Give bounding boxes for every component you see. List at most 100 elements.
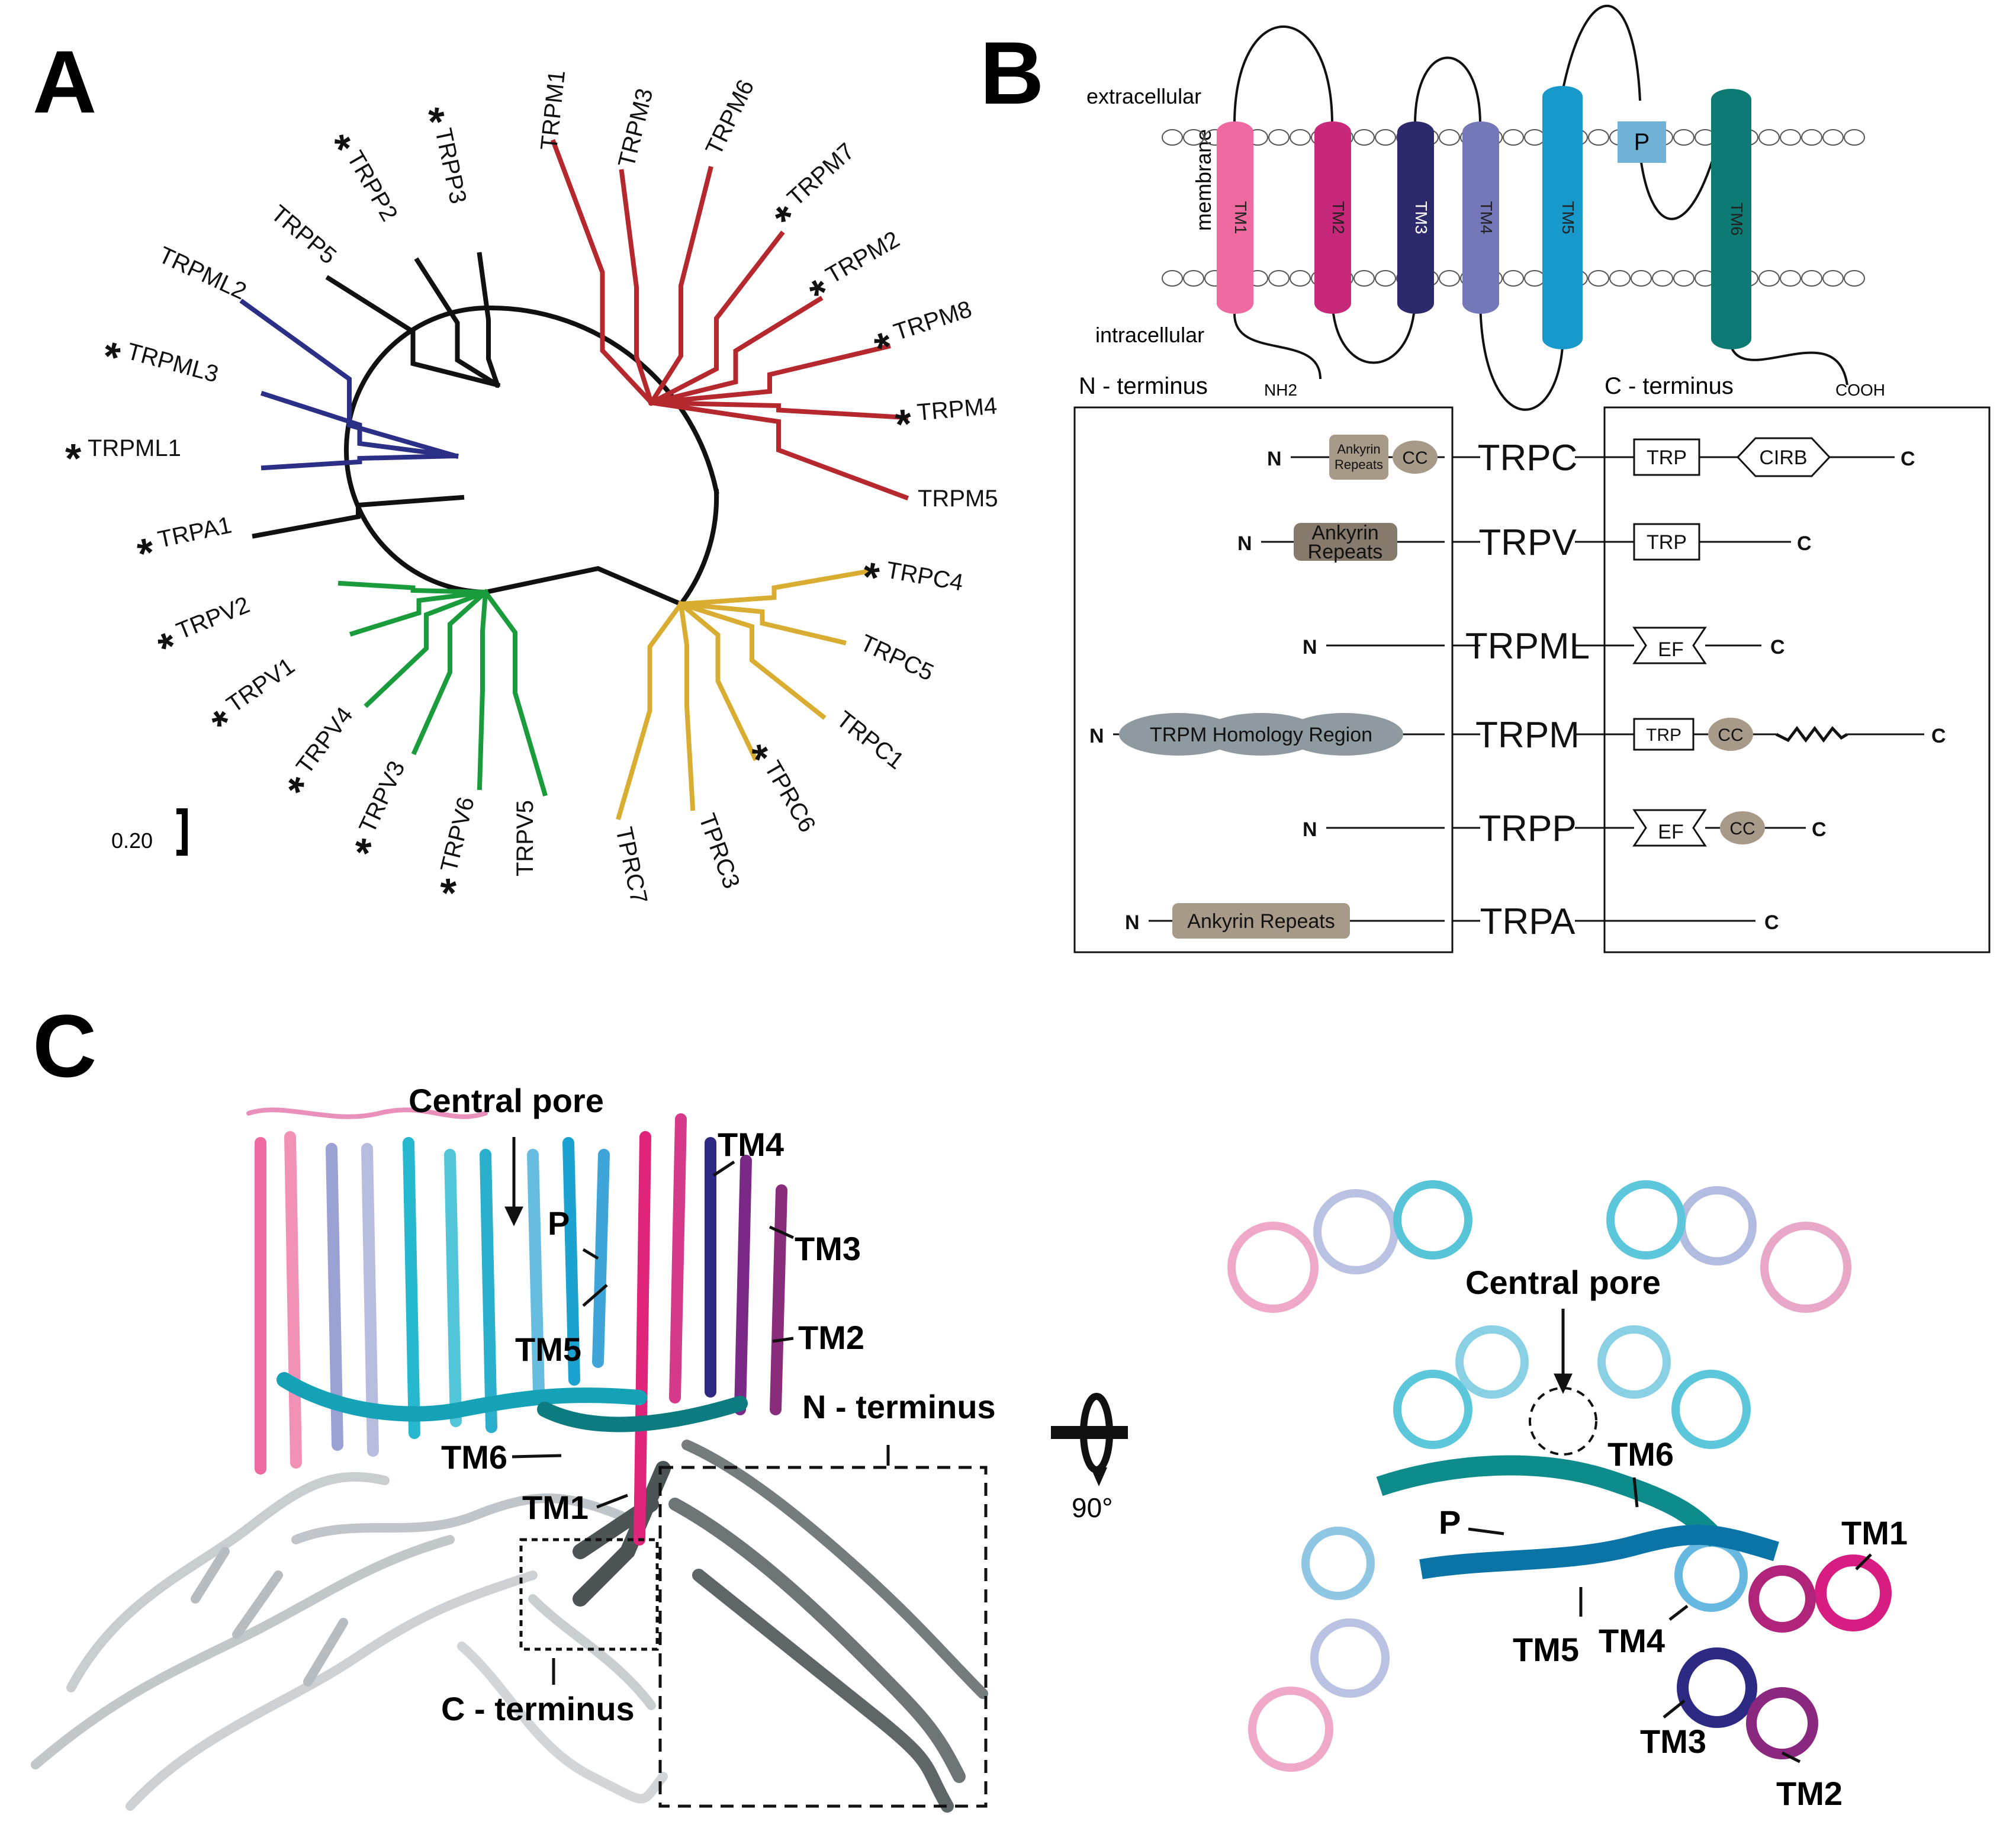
top-tm5-label: TM5 xyxy=(1513,1631,1579,1668)
domain-text: TRPC xyxy=(1478,438,1578,478)
tree-branch xyxy=(677,600,758,762)
domain-box xyxy=(1329,435,1388,480)
tree-branch xyxy=(261,453,459,471)
tree-branch xyxy=(678,601,696,811)
tm-helix: TM4 xyxy=(1462,121,1499,314)
domain-text: N xyxy=(1267,448,1282,470)
domain-text: Ankyrin xyxy=(1337,442,1380,457)
tree-leaf-label: TRPP3 xyxy=(430,126,471,206)
top-view-labels: Central pore TM6 TM1 P TM4 TM5 TM3 TM2 xyxy=(1439,1264,1908,1812)
top-p-arrow xyxy=(1468,1527,1504,1536)
tree-leaf-star: * xyxy=(859,553,883,602)
tree-branch xyxy=(550,139,655,406)
lipid-head xyxy=(1375,270,1396,287)
lipid-head xyxy=(1631,270,1652,287)
tree-leaf-star: * xyxy=(893,400,914,448)
domain-text: C xyxy=(1812,818,1827,841)
top-view-structure xyxy=(1227,1180,1892,1772)
lipid-head xyxy=(1758,270,1780,287)
tree-leaf-label: TRPM8 xyxy=(890,296,975,346)
coiled-segment xyxy=(1775,725,1848,743)
domain-text: TRPM xyxy=(1475,715,1580,756)
tree-leaf-label: TRPM6 xyxy=(701,76,760,159)
tree-branches xyxy=(239,139,909,820)
tree-leaf-label: TPRC6 xyxy=(759,757,821,837)
domain-text: N xyxy=(1237,532,1252,555)
lipid-head xyxy=(1353,270,1375,287)
lipid-head xyxy=(1353,129,1375,146)
lipid-head xyxy=(1780,270,1801,287)
top-tm3-label: TM3 xyxy=(1640,1723,1706,1760)
side-view-annotations xyxy=(504,1137,890,1685)
pore-loop-box xyxy=(1618,121,1666,163)
tree-branch xyxy=(678,568,870,607)
cooh-label: COOH xyxy=(1835,381,1885,399)
lipid-head xyxy=(1588,270,1609,287)
tm6-label: TM6 xyxy=(441,1438,507,1476)
coiled-coil-domain xyxy=(1720,811,1765,844)
cytoplasmic-domains xyxy=(31,1440,988,1813)
tree-branch xyxy=(648,343,891,406)
c-terminus-box xyxy=(1603,406,1991,953)
lipid-head xyxy=(1183,270,1204,287)
tree-branch xyxy=(648,230,785,406)
tree-leaf-label: TRPA1 xyxy=(156,512,234,553)
membrane-label: membrane xyxy=(1191,129,1216,231)
c-terminus-header: C - terminus xyxy=(1605,373,1734,399)
lipid-head xyxy=(1758,129,1780,146)
domain-text: CIRB xyxy=(1759,447,1807,469)
tm4-label: TM4 xyxy=(718,1126,784,1163)
domain-text: Ankyrin xyxy=(1311,522,1378,544)
tree-leaf-label: TRPV5 xyxy=(512,800,538,876)
lipid-head xyxy=(1673,129,1695,146)
domain-text: EF xyxy=(1658,821,1683,843)
extracellular-label: extracellular xyxy=(1086,84,1201,108)
rotation-arrowhead xyxy=(1091,1467,1107,1486)
tree-leaf-label: TRPV6 xyxy=(436,794,480,875)
tm2-arrow xyxy=(772,1337,794,1343)
tree-branch xyxy=(619,169,655,406)
top-tm1-arrow xyxy=(1855,1553,1872,1570)
lipid-head xyxy=(1290,129,1311,146)
domain-box xyxy=(1294,523,1397,561)
tree-branch xyxy=(616,600,684,820)
top-tm2-arrow xyxy=(1781,1751,1801,1764)
top-tm1-label: TM1 xyxy=(1841,1514,1908,1552)
domain-text: TRPA xyxy=(1480,901,1575,942)
lipid-head xyxy=(1609,270,1631,287)
central-pore-circle xyxy=(1529,1387,1597,1456)
tree-leaf-star: * xyxy=(406,104,454,130)
lipid-head xyxy=(1503,270,1524,287)
domain-text: N xyxy=(1125,911,1140,934)
tree-leaf-label: TRPP5 xyxy=(266,200,341,269)
tree-leaf-star: * xyxy=(278,768,324,809)
central-pore-label: Central pore xyxy=(409,1082,604,1119)
domain-text: Repeats xyxy=(1308,541,1383,563)
tree-leaf-star: * xyxy=(134,529,160,577)
tree-branch xyxy=(325,275,500,388)
domain-text: N xyxy=(1303,818,1317,841)
tree-branch xyxy=(337,580,488,595)
tm6-arrow xyxy=(512,1454,562,1459)
homology-region-segment xyxy=(1119,713,1237,756)
lipid-head xyxy=(1801,270,1822,287)
tree-branch xyxy=(252,494,465,539)
tree-branch xyxy=(411,589,489,756)
top-tm6-arrow xyxy=(1632,1477,1639,1508)
homology-region-segment xyxy=(1285,713,1403,756)
tree-branch xyxy=(648,400,909,501)
central-pore-arrowhead xyxy=(504,1206,523,1226)
tm4-arrow xyxy=(712,1160,735,1177)
domain-text: C xyxy=(1764,911,1779,934)
domain-text: N xyxy=(1303,636,1317,659)
tree-branch xyxy=(477,252,501,388)
lipid-head xyxy=(1375,129,1396,146)
tm-helix: TM1 xyxy=(1217,121,1253,314)
tree-branch xyxy=(364,589,489,708)
top-tm3-arrow xyxy=(1663,1700,1686,1718)
side-view-structure xyxy=(31,1107,988,1813)
lipid-head xyxy=(1162,129,1183,146)
top-central-pore-label: Central pore xyxy=(1465,1264,1661,1301)
tree-leaf-label: TRPM7 xyxy=(783,138,860,211)
